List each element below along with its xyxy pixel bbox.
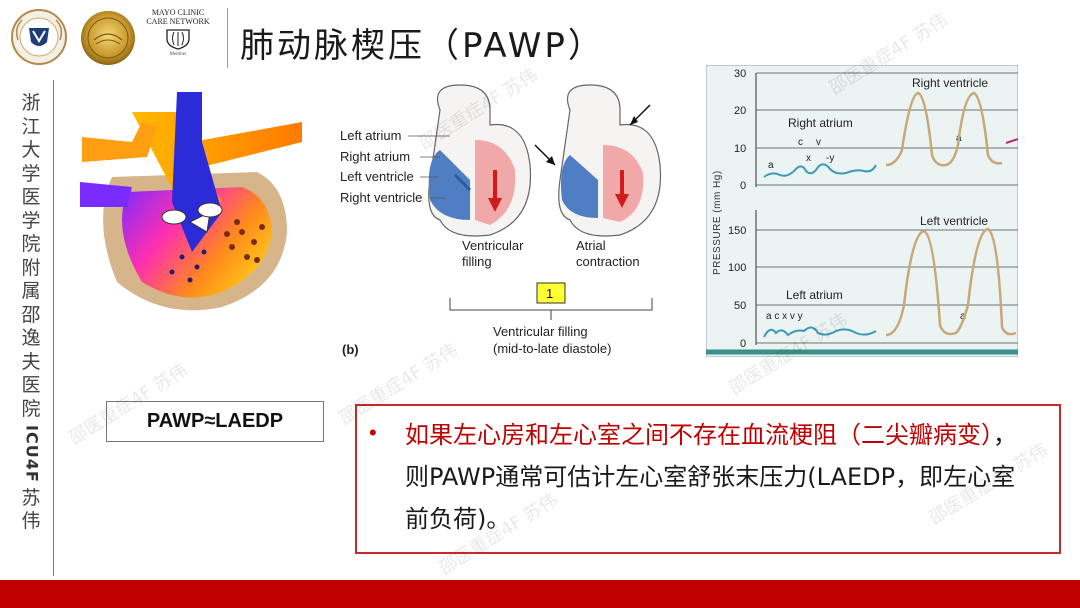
wave-c: c (798, 137, 803, 148)
step-number: 1 (546, 286, 553, 301)
vlabel-char: 学 (21, 162, 41, 185)
caption-filling: filling (462, 254, 492, 269)
mayo-clinic-logo: MAYO CLINIC CARE NETWORK Member (143, 8, 213, 59)
top-panel: 30 20 10 0 Right ventricle Right atrium … (734, 68, 1018, 192)
zum-hospital-logo (11, 9, 67, 65)
vlabel-char: 浙 (21, 92, 41, 114)
mayo-line2: CARE NETWORK (146, 17, 210, 26)
wave-v: v (816, 137, 821, 148)
label-right-atrium-curve: Right atrium (788, 116, 853, 130)
vlabel-char: 夫 (21, 350, 41, 373)
bottom-caption-2: (mid-to-late diastole) (493, 341, 612, 356)
heart-left-drawing (428, 84, 532, 237)
vlabel-char: 大 (21, 139, 41, 161)
note-text: 如果左心房和左心室之间不存在血流梗阻（二尖瓣病变），则PAWP通常可估计左心室舒… (405, 414, 1037, 540)
panel-letter: (b) (342, 342, 359, 357)
bottom-tick-0: 0 (740, 338, 746, 350)
label-left-ventricle-curve: Left ventricle (920, 214, 988, 228)
vlabel-char: 院 (21, 233, 41, 255)
bottom-tick-150: 150 (728, 225, 746, 237)
gold-seal-logo (81, 11, 135, 65)
caption-contraction: contraction (576, 254, 640, 269)
la-waves: a c x v y (766, 311, 803, 322)
mayo-shield-icon (166, 29, 190, 50)
step-badge (536, 282, 566, 304)
bottom-tick-50: 50 (734, 300, 746, 312)
caption-ventricular: Ventricular (462, 238, 524, 253)
label-left-ventricle: Left ventricle (340, 169, 414, 184)
vlabel-char: 学 (21, 209, 41, 232)
top-tick-10: 10 (734, 143, 746, 155)
label-right-atrium: Right atrium (340, 149, 410, 164)
ventricular-filling-diagram: Left atrium Right atrium Left ventricle … (340, 84, 662, 357)
label-left-atrium: Left atrium (340, 128, 401, 143)
heart-right-drawing (534, 84, 662, 237)
label-right-ventricle-curve: Right ventricle (912, 76, 988, 90)
mayo-line1: MAYO CLINIC (151, 8, 205, 17)
vlabel-char: 附 (21, 256, 41, 279)
bottom-caption-1: Ventricular filling (493, 324, 588, 339)
vlabel-char: 逸 (21, 327, 41, 349)
vlabel-char: 院 (21, 397, 41, 420)
wave-x: x (806, 153, 811, 164)
vlabel-char: 医 (21, 374, 41, 396)
top-tick-20: 20 (734, 105, 746, 117)
note-box: • 如果左心房和左心室之间不存在血流梗阻（二尖瓣病变），则PAWP通常可估计左心… (355, 404, 1061, 554)
vertical-hospital-label: 浙 江 大 学 医 学 院 附 属 邵 逸 夫 医 院 ICU4F 苏 伟 (20, 92, 42, 534)
header-logos: MAYO CLINIC CARE NETWORK Member (0, 0, 228, 72)
caption-atrial: Atrial (576, 238, 606, 253)
vlabel-char: 伟 (21, 510, 41, 533)
vlabel-char: 邵 (21, 303, 41, 326)
vlabel-char: 江 (21, 115, 41, 138)
vlabel-unit: ICU4F (22, 425, 42, 483)
vertical-divider (53, 80, 54, 576)
wave-a-lv: a (960, 311, 966, 322)
vlabel-char: 属 (21, 280, 41, 302)
heart-flow-illustration (80, 92, 302, 311)
page-title: 肺动脉楔压（PAWP） (240, 26, 605, 66)
footer-bar (0, 580, 1080, 608)
vlabel-char: 医 (21, 186, 41, 208)
top-tick-30: 30 (734, 68, 746, 80)
pressure-waveform-chart: PRESSURE (mm Hg) 30 20 10 0 Right ventri… (706, 65, 1018, 357)
note-black-text: ，则PAWP通常可估计左心室舒张末压力(LAEDP，即左心室前负荷)。 (405, 421, 1017, 533)
mayo-member: Member (169, 52, 187, 57)
note-red-text: 如果左心房和左心室之间不存在血流梗阻（二尖瓣病变） (405, 421, 993, 449)
bottom-panel: 150 100 50 0 Left ventricle Left atrium … (728, 210, 1018, 350)
wave-y: -y (826, 153, 834, 164)
title-separator (227, 8, 228, 68)
pawp-equation-text: PAWP≈LAEDP (146, 410, 284, 432)
y-axis-label: PRESSURE (mm Hg) (712, 170, 723, 275)
top-tick-0: 0 (740, 180, 746, 192)
label-left-atrium-curve: Left atrium (786, 288, 843, 302)
pawp-equation-box: PAWP≈LAEDP (106, 401, 324, 442)
bottom-tick-100: 100 (728, 262, 746, 274)
vlabel-char: 苏 (21, 486, 41, 509)
label-right-ventricle: Right ventricle (340, 190, 422, 205)
wave-a: a (768, 160, 774, 171)
note-bullet: • (369, 420, 377, 445)
